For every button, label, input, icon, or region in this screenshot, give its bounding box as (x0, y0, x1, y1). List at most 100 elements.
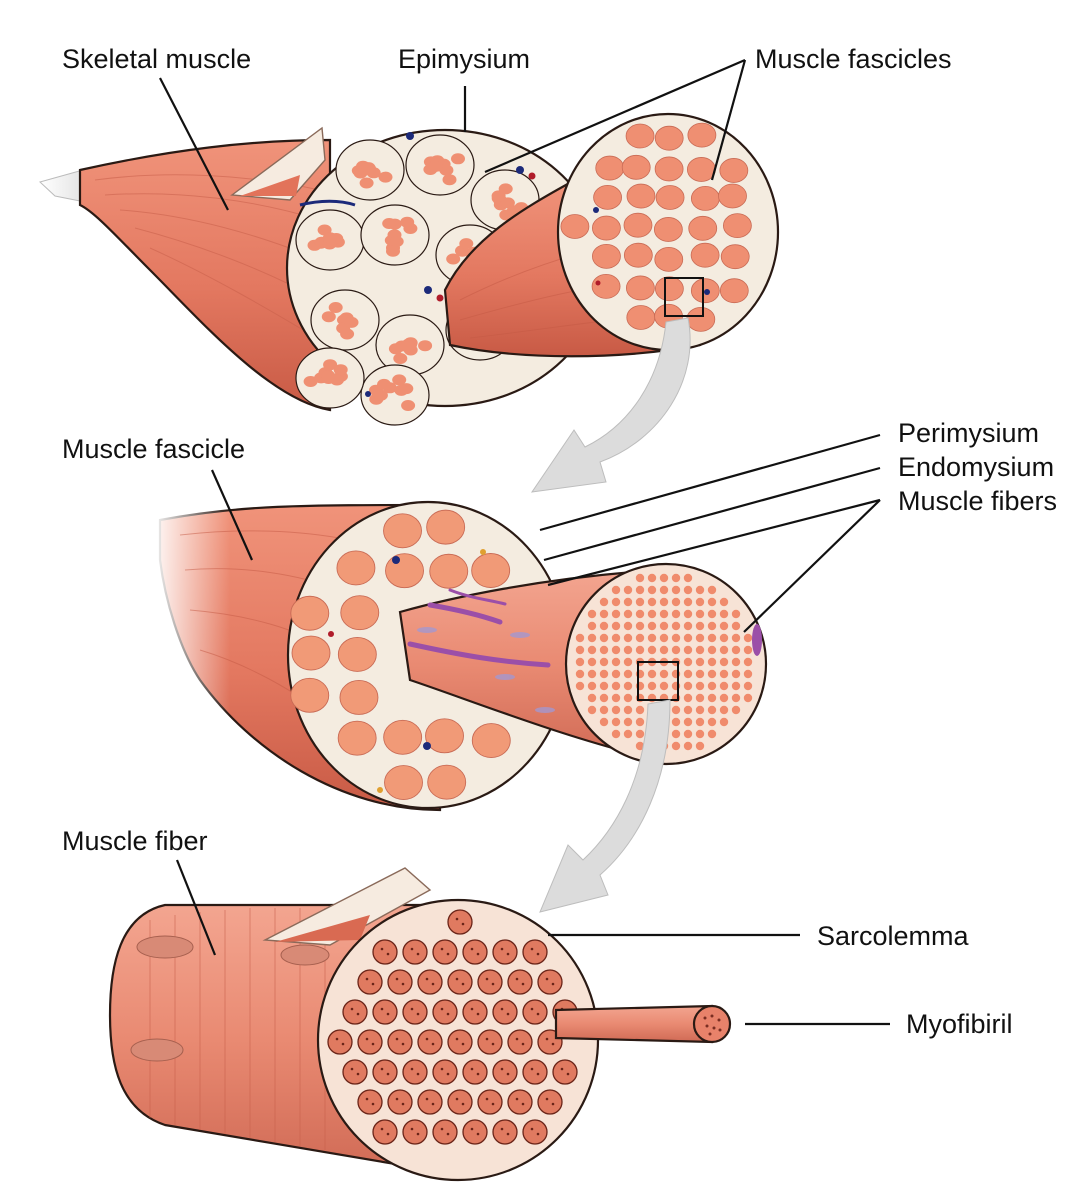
myofibril-section (432, 999, 458, 1025)
myofibril-section (357, 1089, 383, 1115)
muscle-fiber-section (718, 183, 747, 209)
myofibril-section (447, 1029, 473, 1055)
muscle-fiber-section (621, 154, 651, 180)
myofibril-section (492, 1119, 518, 1145)
muscle-fiber-section (591, 273, 621, 299)
fascicle-fiber-bundles (560, 122, 752, 332)
myofibril-section (402, 999, 428, 1025)
muscle-fiber-section (626, 183, 656, 209)
myofibril-section (492, 999, 518, 1025)
myofibril-section (402, 1059, 428, 1085)
myofibril-section (417, 1089, 443, 1115)
myofibril-section (447, 1089, 473, 1115)
myofibril-cross-sections (327, 909, 578, 1145)
myofibril-section (522, 939, 548, 965)
myofibril-section (417, 1029, 443, 1055)
myofibril-section (387, 1029, 413, 1055)
muscle-fiber-section (690, 242, 720, 268)
muscle-fiber-section (425, 718, 464, 754)
label-sarcolemma: Sarcolemma (817, 921, 970, 951)
myofibril-section (372, 1059, 398, 1085)
nerve-fibers (407, 588, 551, 668)
muscle-fiber-section (592, 243, 621, 269)
label-endomysium: Endomysium (898, 452, 1054, 482)
muscle-fiber-section (337, 636, 377, 672)
labels: Skeletal muscle Epimysium Muscle fascicl… (62, 44, 1057, 1039)
label-myofibril: Myofibiril (906, 1009, 1013, 1039)
label-skeletal-muscle: Skeletal muscle (62, 44, 251, 74)
myofibril-section (522, 999, 548, 1025)
muscle-fiber-section (385, 553, 424, 589)
muscle-fiber-section (560, 214, 590, 239)
myofibril-section (507, 1029, 533, 1055)
perimysium-vessels (328, 549, 486, 793)
muscle-fiber-section (690, 186, 720, 211)
muscle-fiber-section (290, 595, 330, 631)
muscle-fiber-section (720, 244, 750, 270)
myofibril-section (357, 969, 383, 995)
myofibril-section (522, 1119, 548, 1145)
myofibril-section (537, 1089, 563, 1115)
muscle-fiber-section (719, 158, 749, 183)
muscle-fiber-section (595, 155, 625, 181)
myofibril-section (387, 1089, 413, 1115)
muscle-fiber-section (291, 635, 331, 671)
extracted-myofibril (554, 1004, 732, 1044)
fascicle-bundle (360, 364, 430, 426)
muscle-fiber-section (429, 553, 469, 589)
muscle-fiber-section (427, 764, 467, 800)
muscle-fiber-section (592, 215, 621, 241)
muscle-fiber-section (336, 550, 376, 586)
zoom-box-1 (664, 277, 704, 317)
myofibril-section (417, 969, 443, 995)
myofibril-section (402, 1119, 428, 1145)
myofibril-section (327, 1029, 353, 1055)
muscle-fiber-section (593, 184, 622, 210)
zoom-arrow-2 (539, 699, 671, 913)
zoom-arrow-1 (530, 317, 691, 493)
myofibril-section (507, 1089, 533, 1115)
muscle-fiber-section (719, 278, 749, 304)
myofibril-section (387, 969, 413, 995)
myofibril-section (342, 1059, 368, 1085)
label-muscle-fiber: Muscle fiber (62, 826, 208, 856)
muscle-fiber-section (623, 242, 653, 268)
muscle-fiber-section (340, 595, 380, 631)
myofibril-section (492, 939, 518, 965)
myofibril-section (552, 1059, 578, 1085)
myofibril-section (402, 939, 428, 965)
myofibril-section (507, 969, 533, 995)
muscle-fiber-section (337, 720, 377, 756)
muscle-fiber-section (655, 185, 685, 210)
muscle-fiber-section (339, 680, 379, 715)
myofibril-section (432, 939, 458, 965)
myofibril-section (447, 909, 473, 935)
muscle-fiber-section (426, 509, 466, 545)
label-muscle-fascicle: Muscle fascicle (62, 434, 245, 464)
extracted-fascicle (443, 112, 780, 358)
muscle-fiber-section (653, 217, 683, 242)
zoom-box-2 (637, 661, 679, 701)
myofibril-section (432, 1059, 458, 1085)
muscle-fiber-panel (108, 867, 732, 1182)
label-muscle-fascicles: Muscle fascicles (755, 44, 952, 74)
skeletal-muscle-panel (39, 112, 780, 426)
muscle-fiber-section (688, 215, 718, 241)
myofibril-section (477, 969, 503, 995)
myofibril-section (462, 939, 488, 965)
muscle-fascicle-panel (150, 495, 768, 815)
muscle-fiber-section (471, 723, 511, 758)
myofibril-section (342, 999, 368, 1025)
myofibril-section (462, 1059, 488, 1085)
muscle-fiber-section (290, 677, 330, 713)
muscle-fiber-section (383, 719, 423, 755)
muscle-fiber-section (687, 122, 717, 148)
extracted-muscle-fiber (398, 562, 768, 766)
muscle-fiber-section (686, 157, 716, 182)
sarcolemma-flap (262, 867, 432, 946)
muscle-fiber-section (654, 156, 684, 182)
muscle-fiber-section (625, 123, 655, 149)
muscle-fiber-section (626, 305, 656, 330)
myofibril-section (477, 1029, 503, 1055)
myofibril-section (462, 1119, 488, 1145)
